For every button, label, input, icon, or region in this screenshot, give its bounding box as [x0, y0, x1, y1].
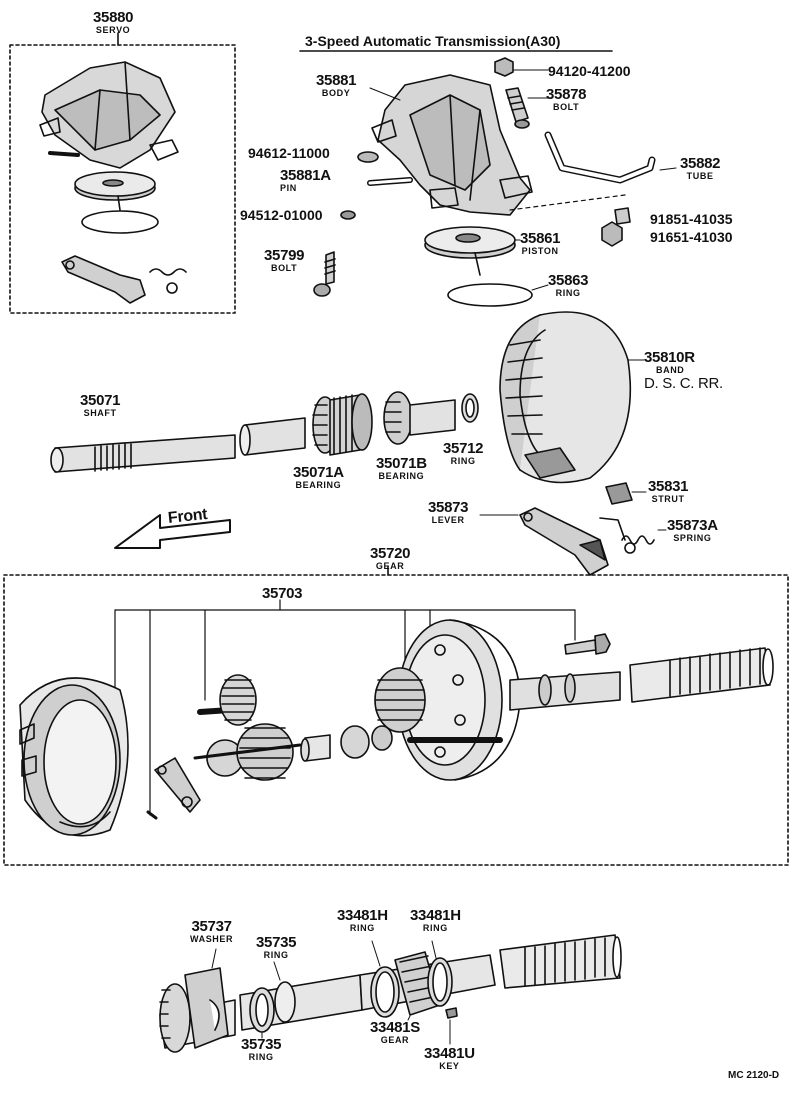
label-33481H-left: 33481H RING — [337, 907, 388, 933]
leader-35703-tree — [114, 599, 576, 816]
label-94612-11000: 94612-11000 — [248, 145, 330, 161]
bolt-91851 — [601, 207, 631, 247]
drawing-code: MC 2120-D — [728, 1070, 780, 1081]
tube-dashline — [509, 194, 626, 211]
planet-pinion — [197, 674, 257, 726]
label-35712: 35712 RING — [443, 440, 484, 466]
gear-group-box — [3, 574, 789, 866]
label-35863: 35863 RING — [548, 272, 589, 298]
leader-35735a — [273, 961, 281, 981]
gear-33481S — [394, 951, 441, 1016]
servo-body-small — [39, 61, 179, 169]
strut-35831 — [605, 482, 633, 505]
diagram-title: 3-Speed Automatic Transmission(A30) — [305, 33, 561, 49]
label-91851-41035: 91851-41035 — [650, 211, 733, 227]
leader-35881 — [369, 87, 401, 101]
leader-35737 — [211, 948, 217, 969]
label-35720: 35720 GEAR — [370, 545, 411, 571]
label-94512-01000: 94512-01000 — [240, 207, 323, 223]
output-shaft — [509, 647, 774, 711]
front-carrier — [374, 619, 521, 781]
label-35873: 35873 LEVER — [428, 499, 469, 525]
label-35071: 35071 SHAFT — [80, 392, 121, 418]
carrier-bolt — [564, 633, 611, 655]
servo-bolt — [505, 87, 530, 129]
leader-33481Hb — [431, 940, 437, 959]
label-35831: 35831 STRUT — [648, 478, 689, 504]
bearing-35071B — [383, 391, 456, 445]
label-35881A: 35881A PIN — [280, 167, 331, 193]
planetary-carrier — [154, 723, 302, 813]
front-arrow-icon — [114, 514, 231, 549]
label-35737: 35737 WASHER — [190, 918, 234, 944]
spring-35873A — [599, 517, 655, 554]
label-33481S: 33481S GEAR — [370, 1019, 420, 1045]
servo-pin-small — [48, 151, 80, 157]
ring-35735-a — [249, 987, 275, 1033]
drum-pin — [146, 810, 158, 820]
bushing — [300, 734, 331, 762]
ring-33481H-a — [370, 966, 400, 1018]
label-94120-41200: 94120-41200 — [548, 63, 631, 79]
bolt-35799 — [313, 251, 336, 297]
label-91651-41030: 91651-41030 — [650, 229, 733, 245]
servo-lever-small — [61, 255, 187, 304]
ring-35863 — [447, 283, 533, 307]
reverse-drum — [19, 677, 129, 837]
servo-piston-small — [74, 171, 159, 234]
lever-35873 — [519, 507, 609, 576]
leader-33481S — [407, 1015, 411, 1021]
label-35799: 35799 BOLT — [264, 247, 305, 273]
label-35703: 35703 — [262, 585, 303, 602]
label-35071B: 35071B BEARING — [376, 455, 427, 481]
label-35810R: 35810R BAND D. S. C. RR. — [644, 349, 723, 392]
servo-group-box — [9, 44, 236, 314]
piston-35861 — [424, 226, 516, 276]
small-gear — [340, 725, 393, 759]
nut-94512 — [340, 210, 356, 220]
label-35861: 35861 PISTON — [520, 230, 561, 256]
ring-33481H-b — [427, 957, 453, 1007]
leader-35882 — [659, 167, 677, 171]
label-35881: 35881 BODY — [316, 72, 357, 98]
washer-94612 — [357, 151, 379, 163]
key-33481U — [445, 1007, 458, 1019]
label-35071A: 35071A BEARING — [293, 464, 344, 490]
label-35880: 35880 SERVO — [93, 9, 134, 35]
ring-35735-b — [274, 981, 296, 1023]
label-33481U: 33481U KEY — [424, 1045, 475, 1071]
label-33481H-right: 33481H RING — [410, 907, 461, 933]
leader-35863 — [531, 284, 549, 291]
label-35882: 35882 TUBE — [680, 155, 721, 181]
ring-35712 — [461, 393, 479, 423]
label-35878: 35878 BOLT — [546, 86, 587, 112]
sun-gear-35071 — [329, 393, 373, 456]
brake-band — [499, 311, 632, 484]
servo-body — [371, 74, 533, 216]
label-35873A: 35873A SPRING — [667, 517, 718, 543]
leader-33481Ha — [371, 940, 381, 967]
label-35735-bottom: 35735 RING — [241, 1036, 282, 1062]
shaft-35071 — [50, 417, 306, 473]
servo-nut — [494, 57, 514, 77]
label-35735-top: 35735 RING — [256, 934, 297, 960]
